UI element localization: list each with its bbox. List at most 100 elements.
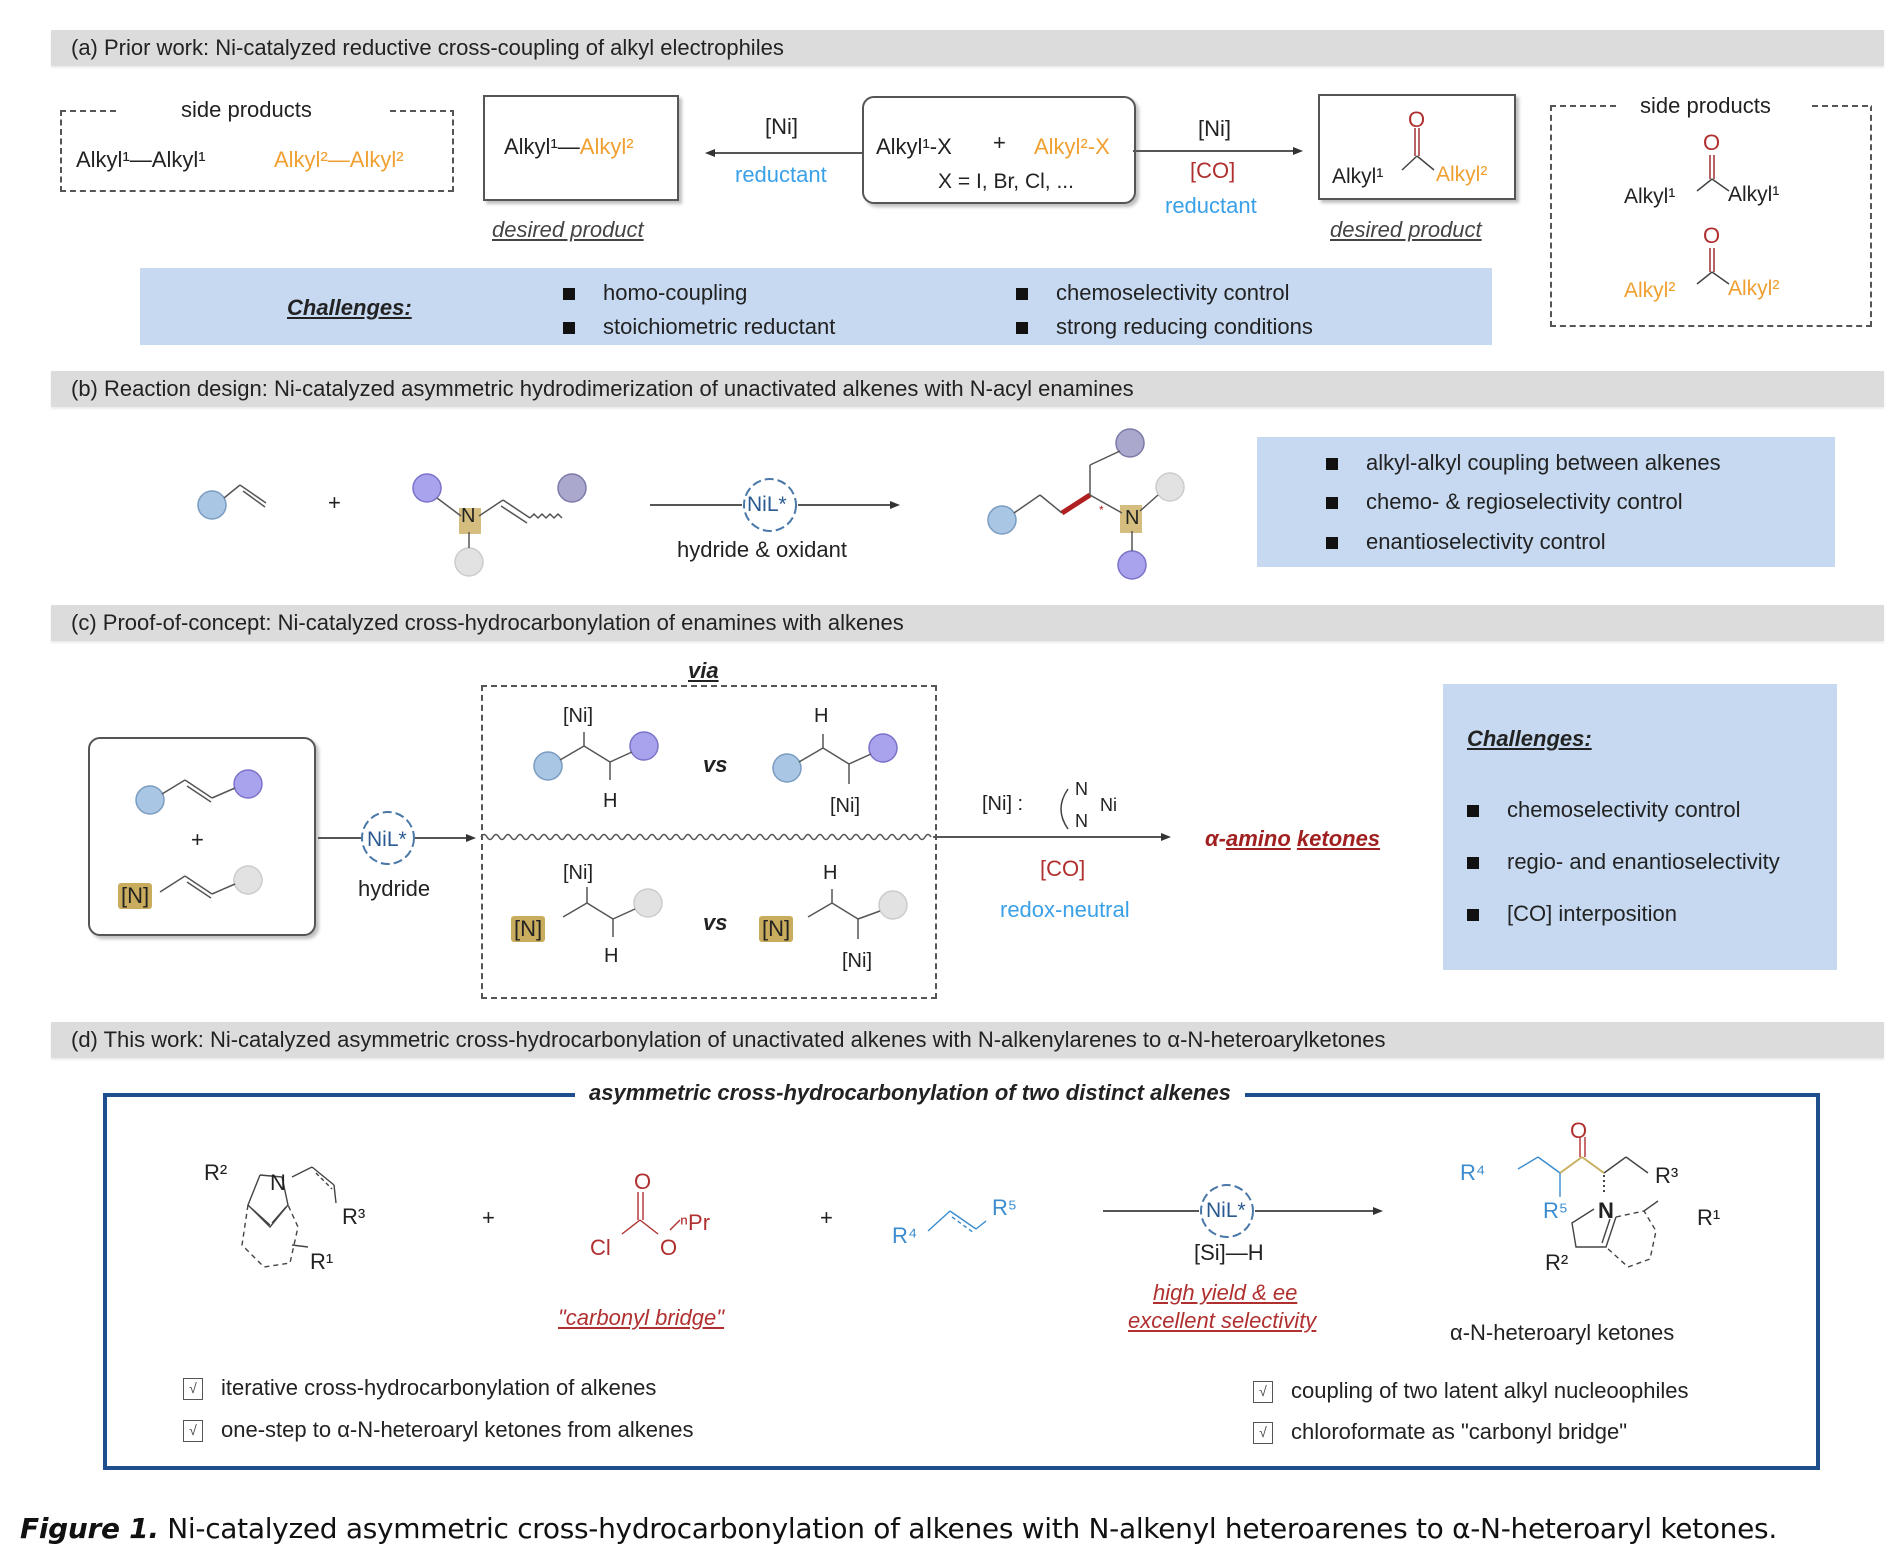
section-b-plus: + [328, 490, 341, 515]
substrate-d-structure [241, 1166, 337, 1268]
bullet-icon [1016, 288, 1028, 301]
feature-d-left-2: √one-step to α-N-heteroaryl ketones from… [183, 1413, 694, 1447]
reactants-plus: + [993, 130, 1006, 155]
checkbox-icon: √ [183, 1420, 203, 1443]
arrow-left [705, 149, 865, 157]
arrow-c-redox-neutral: redox-neutral [1000, 897, 1130, 922]
product-d-n: N [1598, 1198, 1614, 1223]
product-d-oxygen: O [1570, 1118, 1588, 1143]
product-b-n-label: N [1125, 507, 1140, 529]
checkbox-icon: √ [1253, 1422, 1273, 1445]
this-work-title: asymmetric cross-hydrocarbonylation of t… [575, 1080, 1245, 1106]
side-ketone-1-right: Alkyl¹ [1728, 183, 1780, 206]
feature-b-1: alkyl-alkyl coupling between alkenes [1326, 446, 1721, 480]
chloroformate-o: O [660, 1235, 678, 1260]
n-tag-c: [N] [118, 883, 153, 909]
feature-d-right-1-text: coupling of two latent alkyl nucleoophil… [1291, 1378, 1689, 1403]
alkene-b-structure [197, 484, 267, 520]
wavy-arrow-c [480, 833, 1171, 841]
feature-d-right-2-text: chloroformate as "carbonyl bridge" [1291, 1419, 1628, 1444]
feature-d-right-2: √ chloroformate as "carbonyl bridge" [1253, 1415, 1627, 1449]
ketone-oxygen: O [1408, 107, 1426, 132]
checkbox-icon: √ [1253, 1381, 1273, 1404]
challenges-a-title: Challenges: [287, 295, 412, 320]
desired-product-left-caption: desired product [492, 217, 644, 242]
intermediate-1-ni: [Ni] [563, 705, 593, 727]
section-a-header: (a) Prior work: Ni-catalyzed reductive c… [51, 30, 1884, 66]
figure-caption: Figure 1. Ni-catalyzed asymmetric cross-… [20, 1512, 1777, 1545]
product-d-r2: R² [1545, 1250, 1569, 1275]
challenge-c-3: [CO] interposition [1467, 897, 1677, 931]
ligand-bracket [1060, 788, 1069, 830]
alkene-r4: R⁴ [892, 1223, 918, 1248]
challenges-a-panel [140, 268, 1492, 345]
arrow-left-reductant: reductant [735, 162, 827, 187]
challenges-c-panel [1443, 684, 1837, 970]
chloroformate-o-double: O [634, 1169, 652, 1194]
challenges-c-title: Challenges: [1467, 726, 1592, 751]
feature-b-2: chemo- & regioselectivity control [1326, 485, 1683, 519]
section-d-header: (d) This work: Ni-catalyzed asymmetric c… [51, 1022, 1884, 1058]
feature-b-3-text: enantioselectivity control [1366, 529, 1606, 554]
side-ketone-1-bonds [1696, 155, 1730, 192]
arrow-d [1103, 1184, 1383, 1238]
conditions-d-yield: high yield & ee [1153, 1280, 1298, 1305]
arrow-b [650, 478, 900, 532]
ligand-n-bottom: N [1075, 811, 1088, 831]
desired-product-right-caption: desired product [1330, 217, 1482, 242]
product-d-r1: R¹ [1697, 1205, 1721, 1230]
challenge-a-4-text: strong reducing conditions [1056, 314, 1313, 339]
challenge-a-4: strong reducing conditions [1016, 310, 1313, 344]
desired-product-left-alkyl2: Alkyl² [579, 134, 634, 159]
intermediate-4-h: H [823, 862, 838, 884]
challenge-a-3-text: chemoselectivity control [1056, 280, 1290, 305]
challenge-a-1: homo-coupling [563, 276, 747, 310]
challenge-c-2-text: regio- and enantioselectivity [1507, 849, 1780, 874]
product-d-r5: R⁵ [1543, 1198, 1569, 1223]
bullet-icon [1467, 857, 1479, 870]
catalyst-c: NiL* [367, 828, 407, 851]
intermediate-4-n-tag: [N] [759, 916, 794, 942]
feature-d-left-1-text: iterative cross-hydrocarbonylation of al… [221, 1375, 657, 1400]
arrow-right [1133, 147, 1303, 155]
intermediate-4-structure [807, 889, 908, 939]
reactant-alkyl2-x: Alkyl²-X [1034, 134, 1110, 159]
section-c-plus: + [191, 827, 204, 852]
conditions-c: hydride [358, 876, 431, 901]
arrow-c-co: [CO] [1040, 856, 1086, 881]
side-product-homo-2: Alkyl²—Alkyl² [274, 147, 404, 172]
side-ketone-1-left: Alkyl¹ [1624, 185, 1676, 208]
section-c-header: (c) Proof-of-concept: Ni-catalyzed cross… [51, 605, 1884, 641]
bullet-icon [1326, 537, 1338, 550]
ligand-ni: Ni [1100, 795, 1117, 815]
bullet-icon [1467, 805, 1479, 818]
features-b-panel [1257, 437, 1835, 567]
enamine-n-label: N [461, 505, 476, 527]
side-ketone-2-bonds [1696, 248, 1730, 285]
challenge-a-3: chemoselectivity control [1016, 276, 1290, 310]
ketone-alkyl1: Alkyl¹ [1332, 165, 1384, 188]
intermediates-box [481, 685, 937, 999]
chloroformate-structure [621, 1192, 681, 1235]
figure-caption-text: Ni-catalyzed asymmetric cross-hydrocarbo… [158, 1512, 1777, 1545]
intermediate-1-structure [533, 731, 659, 781]
side-products-left-box [60, 110, 454, 192]
chloroformate-pr: ⁿPr [680, 1210, 711, 1235]
carbonyl-bridge-caption: "carbonyl bridge" [558, 1305, 725, 1330]
substrate-r3: R³ [342, 1204, 366, 1229]
intermediate-2-ni: [Ni] [830, 795, 860, 817]
section-d-plus-2: + [820, 1205, 833, 1230]
catalyst-d: NiL* [1206, 1199, 1246, 1222]
product-c-amino: amino [1225, 826, 1291, 851]
product-b-stereocenter: * [1099, 503, 1104, 517]
reactant-alkyl1-x: Alkyl¹-X [876, 134, 952, 159]
intermediate-3-structure [562, 887, 663, 937]
challenge-c-2: regio- and enantioselectivity [1467, 845, 1780, 879]
vs-top: vs [703, 752, 728, 777]
section-b-header: (b) Reaction design: Ni-catalyzed asymme… [51, 371, 1884, 407]
challenge-c-1: chemoselectivity control [1467, 793, 1741, 827]
arrow-left-catalyst: [Ni] [765, 114, 798, 139]
challenge-c-1-text: chemoselectivity control [1507, 797, 1741, 822]
desired-product-right-box [1318, 94, 1516, 200]
side-product-homo-1: Alkyl¹—Alkyl¹ [76, 147, 206, 172]
